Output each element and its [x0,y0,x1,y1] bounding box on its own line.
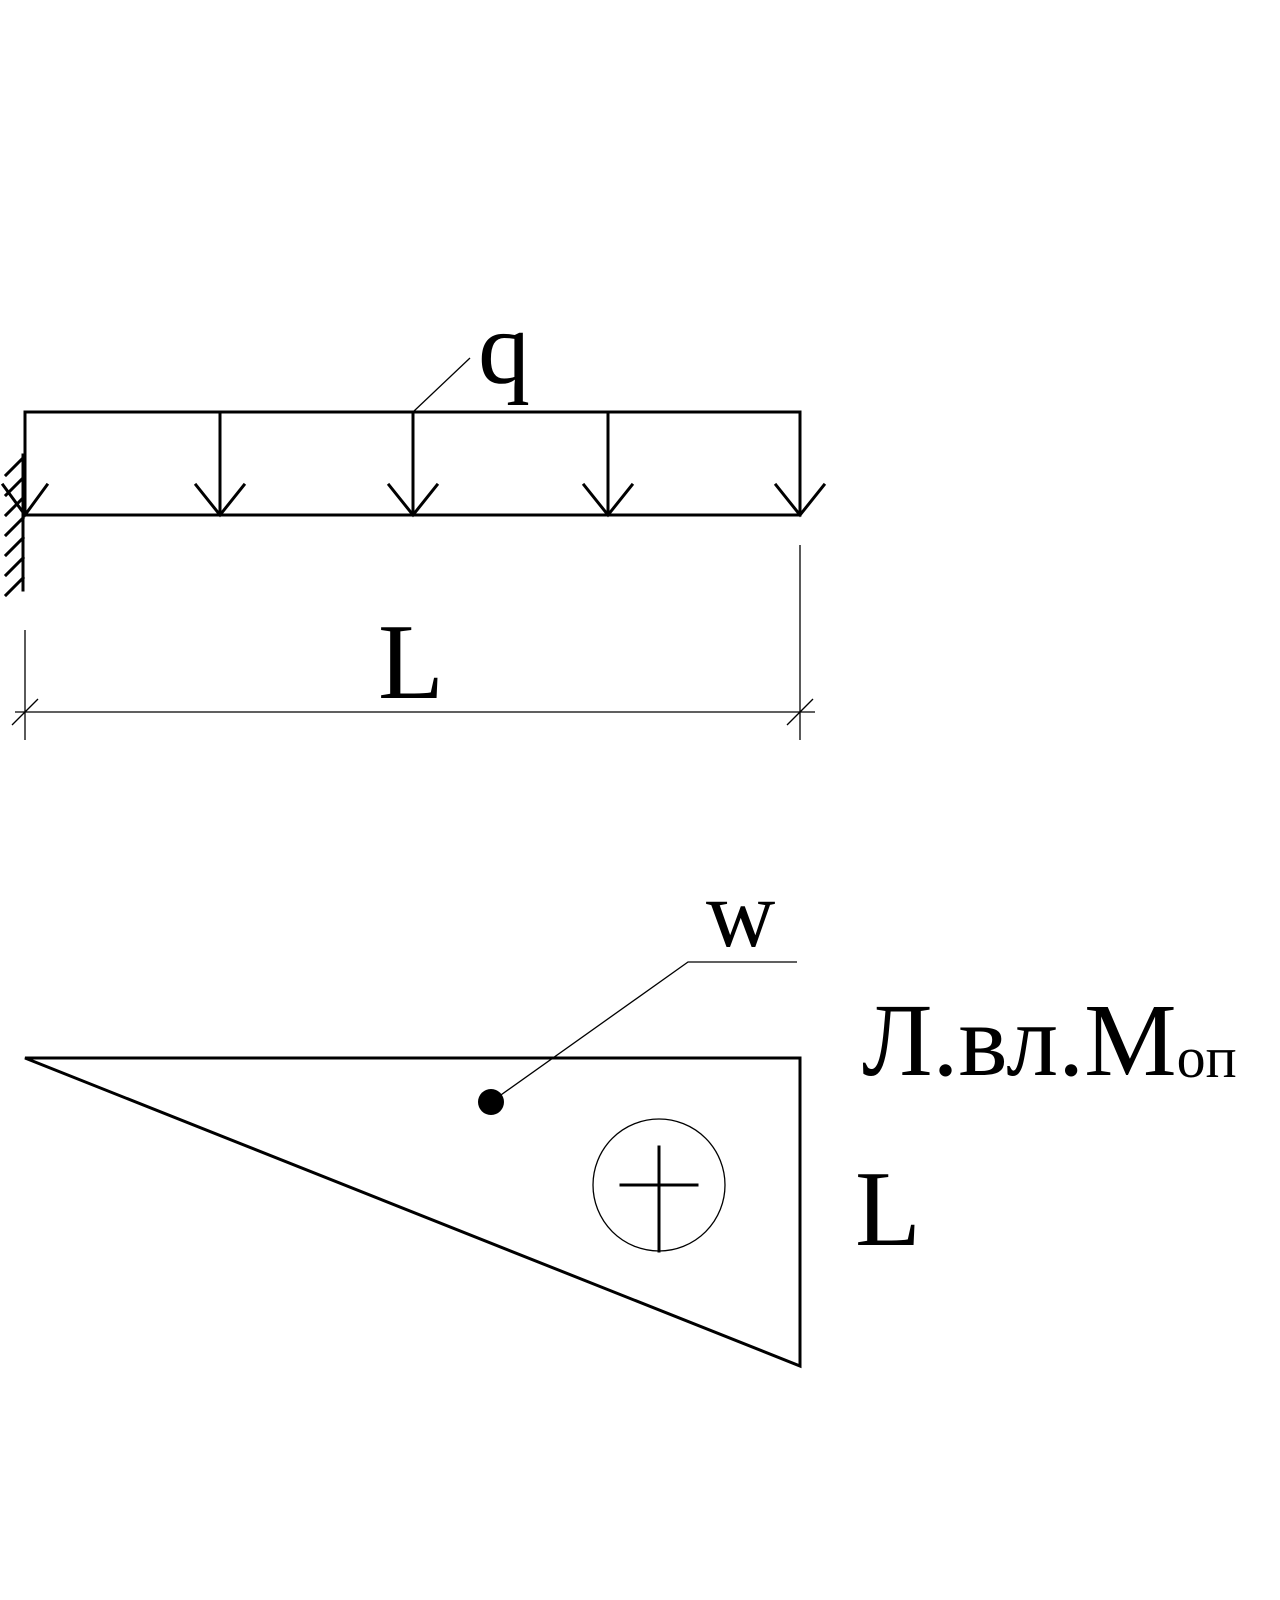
span-label: L [378,603,444,722]
load-arrow [773,410,827,518]
area-label: w [706,860,775,967]
ordinate-label: L [855,1150,921,1269]
span-dimension [11,545,815,740]
fixed-support [3,453,26,598]
influence-line-triangle [24,1056,802,1369]
positive-sign-icon [592,1118,726,1253]
influence-line-title: Л.вл.Моп [862,983,1237,1098]
influence-line-title-main: Л.вл.М [862,983,1177,1098]
load-arrow [193,410,247,518]
load-arrow [581,410,635,518]
load-arrow [0,410,50,518]
influence-line-diagram: w Л.вл.Моп L [24,860,1237,1369]
load-arrow [386,410,440,518]
cantilever-beam-scheme: q L [0,291,827,740]
influence-line-title-subscript: оп [1177,1025,1237,1090]
load-leader-line [412,357,471,413]
load-label: q [478,291,530,406]
area-leader-line [490,961,797,1103]
